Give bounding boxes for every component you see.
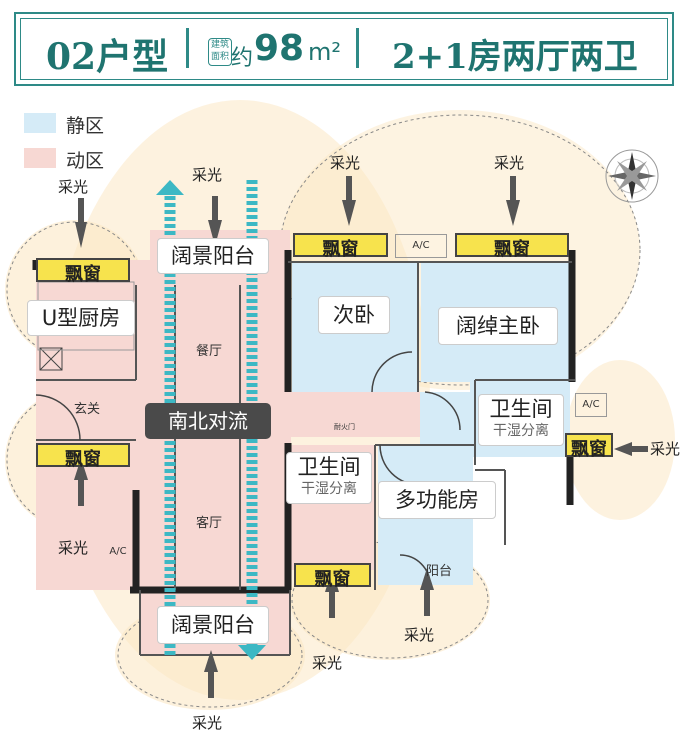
room-label-bathroom2: 卫生间 干湿分离 bbox=[478, 394, 564, 446]
daylight-label: 采光 bbox=[404, 626, 435, 644]
light-arrows bbox=[74, 176, 648, 698]
daylight-label: 采光 bbox=[58, 539, 89, 557]
area-unit: m² bbox=[308, 38, 341, 66]
daylight-label: 采光 bbox=[650, 440, 681, 458]
area-badge: 建筑面积 bbox=[208, 38, 232, 66]
bay-window-second-bedroom: 飘窗 bbox=[293, 233, 388, 260]
legend-swatch-quiet bbox=[24, 113, 56, 133]
bay-window-master-bedroom: 飘窗 bbox=[455, 233, 569, 260]
bathroom2-subtitle: 干湿分离 bbox=[493, 423, 549, 439]
room-label-north-balcony: 阔景阳台 bbox=[157, 238, 269, 274]
area-value: 98 bbox=[254, 28, 305, 69]
airflow-arrow-up bbox=[156, 180, 184, 655]
room-label-entry: 玄关 bbox=[74, 402, 101, 417]
room-label-dining: 餐厅 bbox=[196, 344, 223, 359]
airflow-label: 南北对流 bbox=[145, 403, 271, 439]
room-label-bathroom1: 卫生间 干湿分离 bbox=[286, 452, 372, 504]
header-inner-frame bbox=[20, 18, 668, 80]
hall-zone bbox=[420, 392, 475, 447]
room-label-small-balcony: 阳台 bbox=[426, 564, 453, 579]
bay-window-bathroom: 飘窗 bbox=[565, 433, 613, 460]
bathroom1-title: 卫生间 bbox=[297, 455, 361, 479]
legend-label-active: 动区 bbox=[66, 150, 105, 172]
ac-label: A/C bbox=[575, 393, 607, 417]
area-prefix: 约 bbox=[231, 46, 254, 71]
daylight-label: 采光 bbox=[192, 714, 223, 732]
ac-label: A/C bbox=[109, 546, 127, 557]
bay-window-kitchen: 飘窗 bbox=[36, 258, 130, 285]
daylight-label: 采光 bbox=[192, 166, 223, 184]
thin-walls bbox=[36, 261, 575, 656]
header-frame bbox=[14, 12, 674, 86]
room-label-master-bedroom: 阔绰主卧 bbox=[438, 307, 558, 345]
corridor-zone bbox=[290, 392, 420, 437]
ac-label: A/C bbox=[395, 234, 447, 258]
sun-glow bbox=[565, 360, 675, 520]
room-label-fire-door: 耐火门 bbox=[334, 423, 355, 431]
daylight-label: 采光 bbox=[58, 178, 89, 196]
light-circle bbox=[117, 602, 303, 708]
light-circle bbox=[279, 114, 641, 386]
header-divider bbox=[356, 28, 359, 68]
room-label-kitchen: U型厨房 bbox=[27, 300, 135, 336]
header-divider bbox=[186, 28, 189, 68]
bathroom1-subtitle: 干湿分离 bbox=[301, 481, 357, 497]
bathroom2-title: 卫生间 bbox=[489, 397, 553, 421]
compass-icon bbox=[605, 149, 659, 203]
room-label-multi-room: 多功能房 bbox=[378, 481, 496, 519]
bay-window-entry: 飘窗 bbox=[36, 443, 130, 470]
layout-description: 2+1房两厅两卫 bbox=[392, 37, 638, 77]
daylight-label: 采光 bbox=[494, 154, 525, 172]
bay-window-bathroom1: 飘窗 bbox=[294, 563, 371, 590]
legend-label-quiet: 静区 bbox=[66, 115, 105, 137]
room-label-living: 客厅 bbox=[196, 516, 223, 531]
room-label-south-balcony: 阔景阳台 bbox=[157, 606, 269, 644]
room-label-second-bedroom: 次卧 bbox=[318, 296, 390, 334]
legend-swatch-active bbox=[24, 148, 56, 168]
daylight-label: 采光 bbox=[312, 654, 343, 672]
kitchen-sink bbox=[39, 347, 63, 371]
unit-type-title: 02户型 bbox=[46, 36, 169, 78]
daylight-label: 采光 bbox=[330, 154, 361, 172]
